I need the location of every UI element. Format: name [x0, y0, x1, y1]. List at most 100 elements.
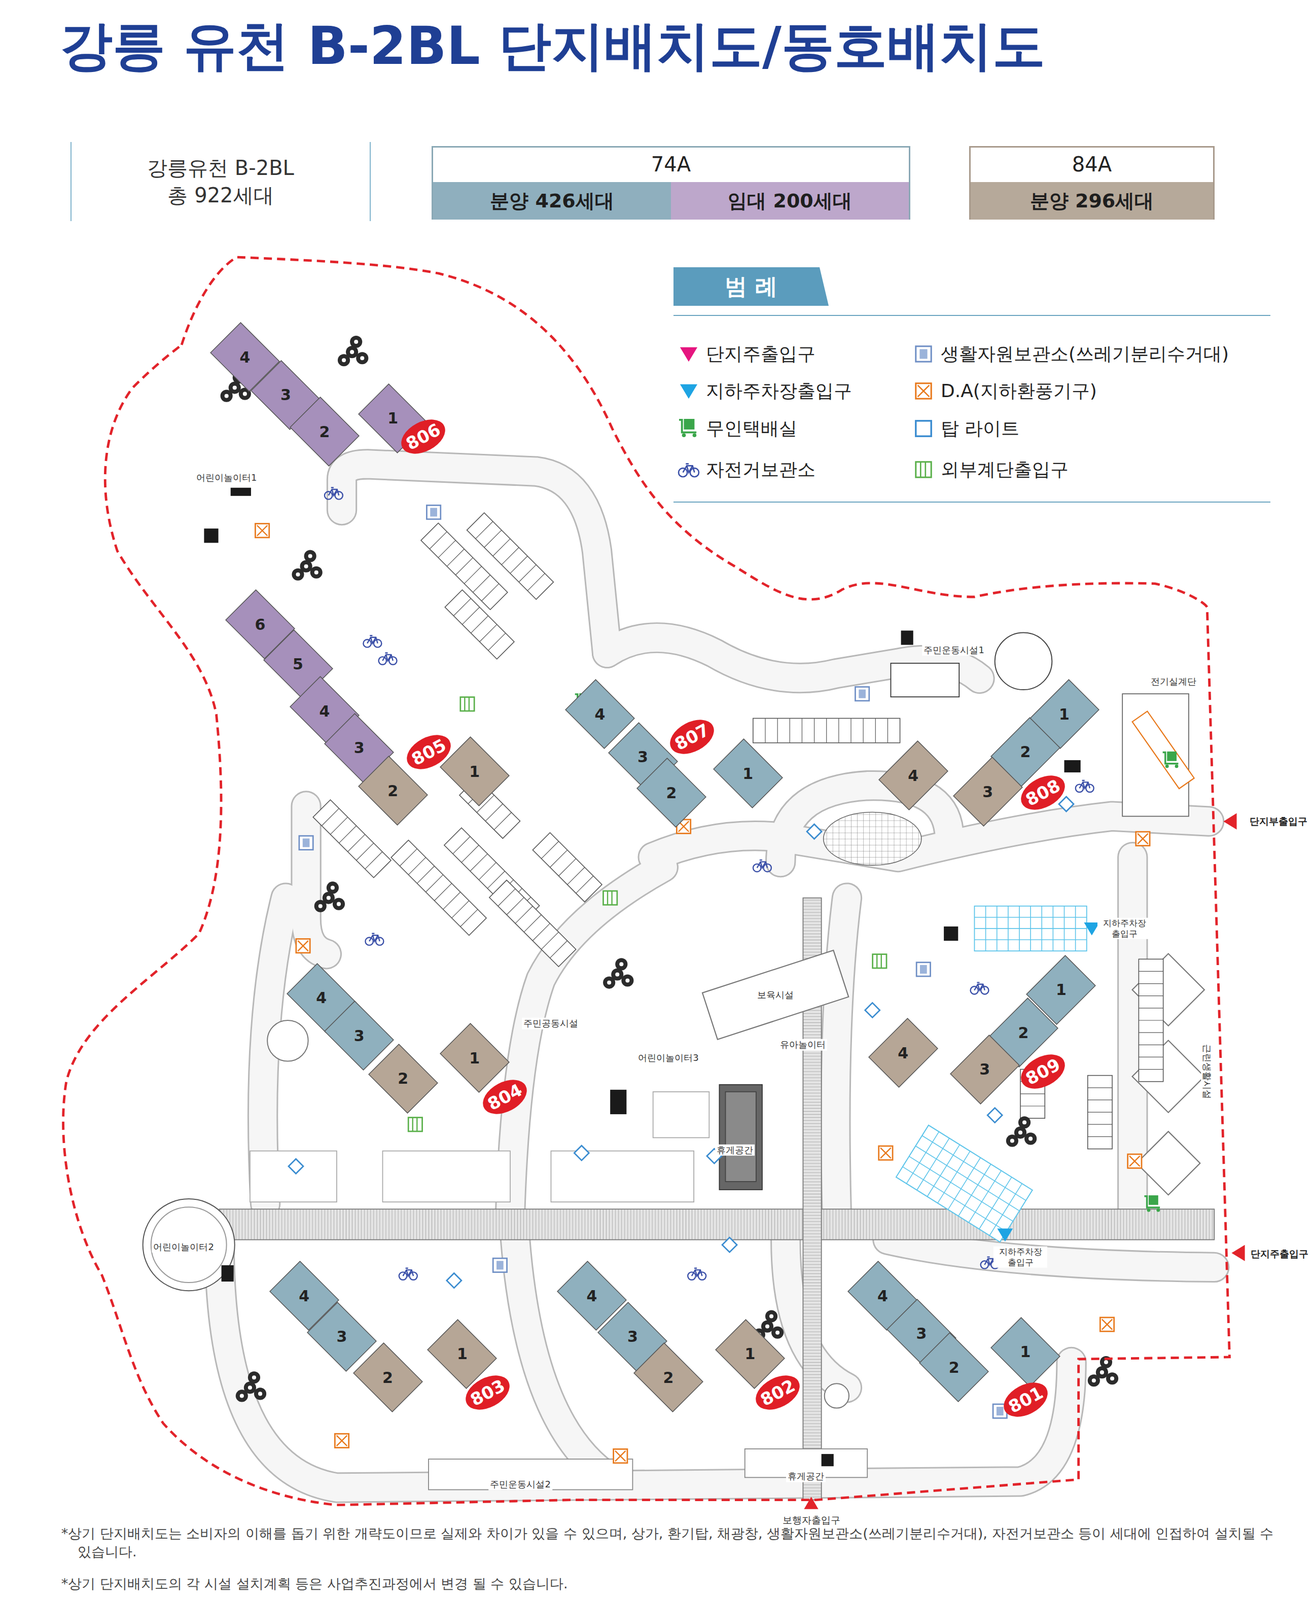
- grid-line: [915, 1146, 1020, 1212]
- parcel-box: [1166, 751, 1177, 762]
- tree-core: [232, 385, 237, 390]
- toplight: [288, 1158, 304, 1174]
- plan-icon: [446, 1273, 462, 1289]
- nursery-building: [702, 950, 849, 1040]
- unit-line: 4: [867, 1017, 939, 1089]
- playground-ring: [143, 1198, 235, 1291]
- stall-line: [434, 883, 452, 901]
- tree-core: [769, 1314, 774, 1319]
- main-walkway: [219, 1209, 1215, 1240]
- toplight: [446, 1273, 462, 1289]
- recycle-bin: [302, 838, 310, 847]
- stall-line: [527, 573, 545, 591]
- toplight: [806, 824, 822, 839]
- stall-line: [532, 923, 550, 941]
- stall-line: [429, 531, 447, 549]
- triangle-mark: [680, 384, 698, 400]
- plan-icon: [872, 954, 887, 969]
- stall-line: [399, 848, 417, 867]
- da-cross: [297, 940, 309, 952]
- bike-frame: [974, 982, 985, 990]
- da-cross: [336, 1435, 348, 1447]
- node-text: 2: [318, 422, 330, 441]
- legend-tab-fill: [673, 267, 829, 306]
- node-text: 2: [387, 782, 399, 800]
- stall-line: [1138, 1032, 1163, 1034]
- stair-box: [408, 1117, 422, 1132]
- tree-core: [349, 349, 354, 354]
- node-text: 범 례: [724, 271, 777, 302]
- stair-box: [460, 697, 475, 712]
- stall-line: [1138, 1019, 1163, 1021]
- node-text: 3: [280, 385, 292, 404]
- plan-icon: [987, 1108, 1003, 1123]
- node-text: 3: [637, 748, 649, 766]
- node-text: 4: [298, 1287, 310, 1305]
- legend-symbol: [677, 458, 700, 481]
- parcel-box: [684, 418, 695, 430]
- stall-line: [330, 817, 348, 835]
- plan-label: 단지부출입구: [1248, 815, 1309, 828]
- parcel-cart: [1144, 1196, 1160, 1208]
- parking-block: [753, 718, 901, 743]
- tree-core: [619, 962, 624, 967]
- unit-fill: [713, 738, 783, 808]
- shed: [821, 1453, 834, 1467]
- plan-icon: [613, 1448, 628, 1463]
- unit-line: 2: [289, 396, 361, 468]
- garden: [250, 1151, 337, 1203]
- stall-line: [1138, 1044, 1163, 1046]
- tree-core: [336, 902, 341, 907]
- node-text: 3: [627, 1327, 638, 1346]
- stall-line: [506, 897, 524, 915]
- stall-line: [492, 538, 511, 556]
- stall-line: [321, 808, 339, 826]
- tree-cluster: [1087, 1356, 1119, 1387]
- legend-symbol: [677, 379, 700, 403]
- legend-row: 생활자원보관소(쓰레기분리수거대): [912, 341, 1229, 367]
- node-text: 2: [665, 784, 677, 802]
- triangle-mark: [680, 347, 698, 363]
- plan-icon: [378, 652, 398, 665]
- parking-row: [312, 799, 392, 878]
- stall-line: [887, 718, 889, 743]
- tree-core: [247, 1385, 253, 1390]
- plan-icon: [324, 487, 343, 500]
- unit-fill: [878, 740, 948, 810]
- plan-icon: [399, 1268, 418, 1281]
- legend-symbol: [912, 458, 935, 481]
- node-text: 1: [456, 1344, 468, 1363]
- sports-court: [890, 663, 960, 697]
- type-box: 분양 426세대임대 200세대74A: [431, 146, 911, 220]
- stall-line: [498, 889, 516, 907]
- plan-icon: [255, 523, 269, 538]
- parcel-wheel: [1175, 764, 1179, 768]
- legend-row: 단지주출입구: [677, 341, 816, 367]
- unit-line: 3: [949, 1034, 1021, 1106]
- plan-label: 주민공동시설: [521, 1017, 580, 1030]
- plan-icon: [1099, 1317, 1114, 1332]
- sheds: [203, 487, 1081, 1467]
- plan-icon: [722, 1237, 737, 1253]
- tree: [310, 566, 323, 579]
- tree-core: [1110, 1376, 1115, 1381]
- grid-line: [909, 1156, 1014, 1222]
- tree: [615, 957, 628, 971]
- node-text: 809: [1022, 1053, 1064, 1089]
- legend-text: D.A(지하환풍기구): [940, 378, 1097, 404]
- road-surface: [835, 898, 847, 1215]
- circles: [143, 632, 1053, 1408]
- site-plan: [143, 335, 1246, 1510]
- unit-fill: [950, 1035, 1020, 1105]
- plan-icon: [855, 686, 869, 701]
- plan-icon: [997, 1228, 1013, 1242]
- node-text: 2: [948, 1358, 960, 1377]
- node-text: 분양 426세대: [489, 188, 615, 215]
- road-edge: [887, 1239, 1215, 1268]
- stall-line: [339, 825, 357, 843]
- legend-symbol: [912, 342, 935, 366]
- unit-line: 1: [989, 1316, 1061, 1388]
- tree: [771, 1326, 784, 1339]
- plan-label: 주민운동시설2: [488, 1478, 552, 1491]
- stall-line: [1020, 1093, 1045, 1094]
